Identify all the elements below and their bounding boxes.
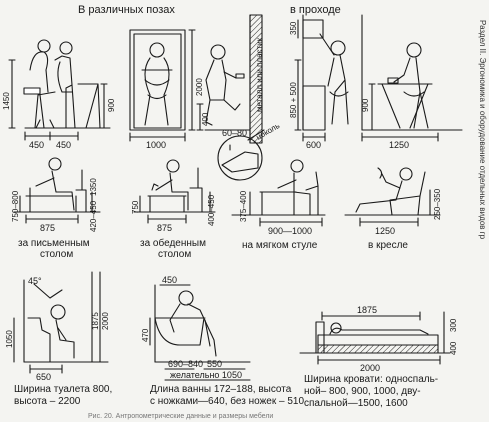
- dim-750-800: 750–800: [11, 190, 20, 222]
- plinth-detail: [217, 129, 265, 181]
- side-section-note: Раздел II. Эргономика и оборудование отд…: [478, 20, 487, 240]
- dim-400-450: 400–450: [207, 194, 216, 226]
- caption-dining-1: за обеденным: [140, 238, 206, 249]
- figure-bed: [299, 321, 451, 354]
- dim-450-a: 450: [29, 140, 44, 150]
- dim-1250: 1250: [389, 140, 409, 150]
- caption-toilet-2: высота – 2200: [14, 396, 81, 407]
- dim-400: 400: [201, 112, 210, 126]
- dim-1050: 1050: [5, 330, 14, 348]
- figure-doorway: [129, 29, 186, 131]
- dim-1875-bed: 1875: [357, 305, 377, 315]
- figure-toilet: [23, 271, 109, 363]
- figure-ironing: [361, 14, 463, 131]
- dim-350: 350: [289, 21, 298, 35]
- dim-650: 650: [36, 372, 51, 382]
- dim-450-b: 450: [56, 140, 71, 150]
- dim-900-1000: 900—1000: [268, 226, 312, 236]
- caption-bath-1: Длина ванны 172–188, высота: [150, 384, 292, 395]
- figure-desk: [13, 157, 101, 213]
- caption-soft-chair: на мягком стуле: [242, 240, 318, 251]
- dim-900: 900: [107, 98, 116, 112]
- figure-bath: [154, 284, 251, 363]
- caption-desk-1: за письменным: [18, 238, 90, 249]
- caption-dining-2: столом: [158, 249, 192, 260]
- dim-1450: 1450: [2, 92, 11, 110]
- dim-850-500: 850 + 500: [289, 82, 298, 118]
- dim-60-80: 60–80: [222, 128, 247, 138]
- dim-600: 600: [306, 140, 321, 150]
- figure-sitting-standing: [23, 39, 111, 129]
- caption-desk-2: столом: [40, 249, 74, 260]
- dim-300: 300: [449, 318, 458, 332]
- dim-450-c: 450: [162, 275, 177, 285]
- dim-750: 750: [131, 200, 140, 214]
- caption-bed-3: спальной—1500, 1600: [304, 398, 408, 409]
- dim-1250-b: 1250: [375, 226, 395, 236]
- figure-dining: [133, 159, 216, 213]
- dim-470: 470: [141, 328, 150, 342]
- label-metal-plastic: металл или пластик: [255, 37, 264, 112]
- footer-note: Рис. 20. Антропометрические данные и раз…: [88, 413, 274, 420]
- caption-bed-1: Ширина кровати: односпаль-: [304, 374, 439, 385]
- dim-900-b: 900: [361, 98, 370, 112]
- dim-550: 550: [207, 359, 222, 369]
- dim-875: 875: [40, 223, 55, 233]
- figure-serving: [205, 44, 245, 126]
- dim-2000: 2000: [195, 78, 204, 96]
- dim-2000-bed: 2000: [360, 363, 380, 373]
- dim-420-450: 420–450: [89, 200, 98, 232]
- dim-2000-b: 2000: [101, 312, 110, 330]
- caption-armchair: в кресле: [368, 240, 408, 251]
- dim-690-840: 690–840: [168, 359, 203, 369]
- dim-1000: 1000: [146, 140, 166, 150]
- figure-soft-chair: [231, 159, 326, 216]
- caption-toilet-1: Ширина туалета 800,: [14, 384, 113, 395]
- title-in-passage: в проходе: [290, 4, 341, 16]
- dim-400-bed: 400: [449, 341, 458, 355]
- dim-375-400: 375–400: [239, 190, 248, 222]
- dim-250-350: 250–350: [433, 188, 442, 220]
- dim-1050-preferred: желательно 1050: [170, 370, 242, 380]
- figure-armchair: [344, 167, 441, 216]
- dim-45deg: 45°: [28, 276, 42, 286]
- title-various-poses: В различных позах: [78, 4, 175, 16]
- caption-bath-2: с ножками—640, без ножек – 510: [150, 396, 305, 407]
- dim-1875: 1875: [91, 312, 100, 330]
- caption-bed-2: ной– 800, 900, 1000, дву-: [304, 386, 421, 397]
- dim-875-b: 875: [157, 223, 172, 233]
- figure-passage-reach: [302, 14, 349, 131]
- dim-1350: 1350: [89, 178, 98, 196]
